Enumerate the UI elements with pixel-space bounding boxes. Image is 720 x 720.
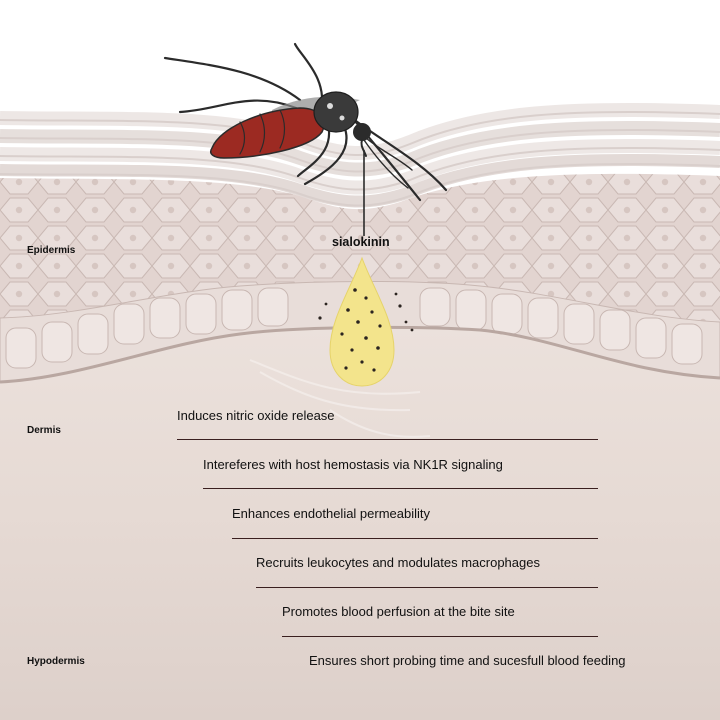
label-dermis: Dermis: [27, 425, 61, 436]
effect-2: Intereferes with host hemostasis via NK1…: [203, 457, 503, 472]
effect-3: Enhances endothelial permeability: [232, 506, 431, 521]
effect-4: Recruits leukocytes and modulates macrop…: [256, 555, 540, 570]
saliva-droplet: [318, 256, 414, 387]
effect-divider-5: [282, 636, 598, 637]
effect-divider-1: [177, 439, 598, 440]
basal-cell-row: [0, 281, 720, 383]
label-hypodermis: Hypodermis: [27, 656, 85, 667]
effect-6: Ensures short probing time and sucesfull…: [309, 653, 626, 668]
effect-1: Induces nitric oxide release: [177, 408, 335, 423]
effect-5: Promotes blood perfusion at the bite sit…: [282, 604, 515, 619]
mosquito: [163, 42, 448, 202]
molecule-label: sialokinin: [332, 235, 390, 249]
dermis-fibers: [249, 359, 431, 438]
effect-divider-4: [256, 587, 598, 588]
stratum-corneum: [0, 102, 720, 208]
effect-divider-3: [232, 538, 598, 539]
label-epidermis: Epidermis: [27, 245, 76, 256]
effect-divider-2: [203, 488, 598, 489]
